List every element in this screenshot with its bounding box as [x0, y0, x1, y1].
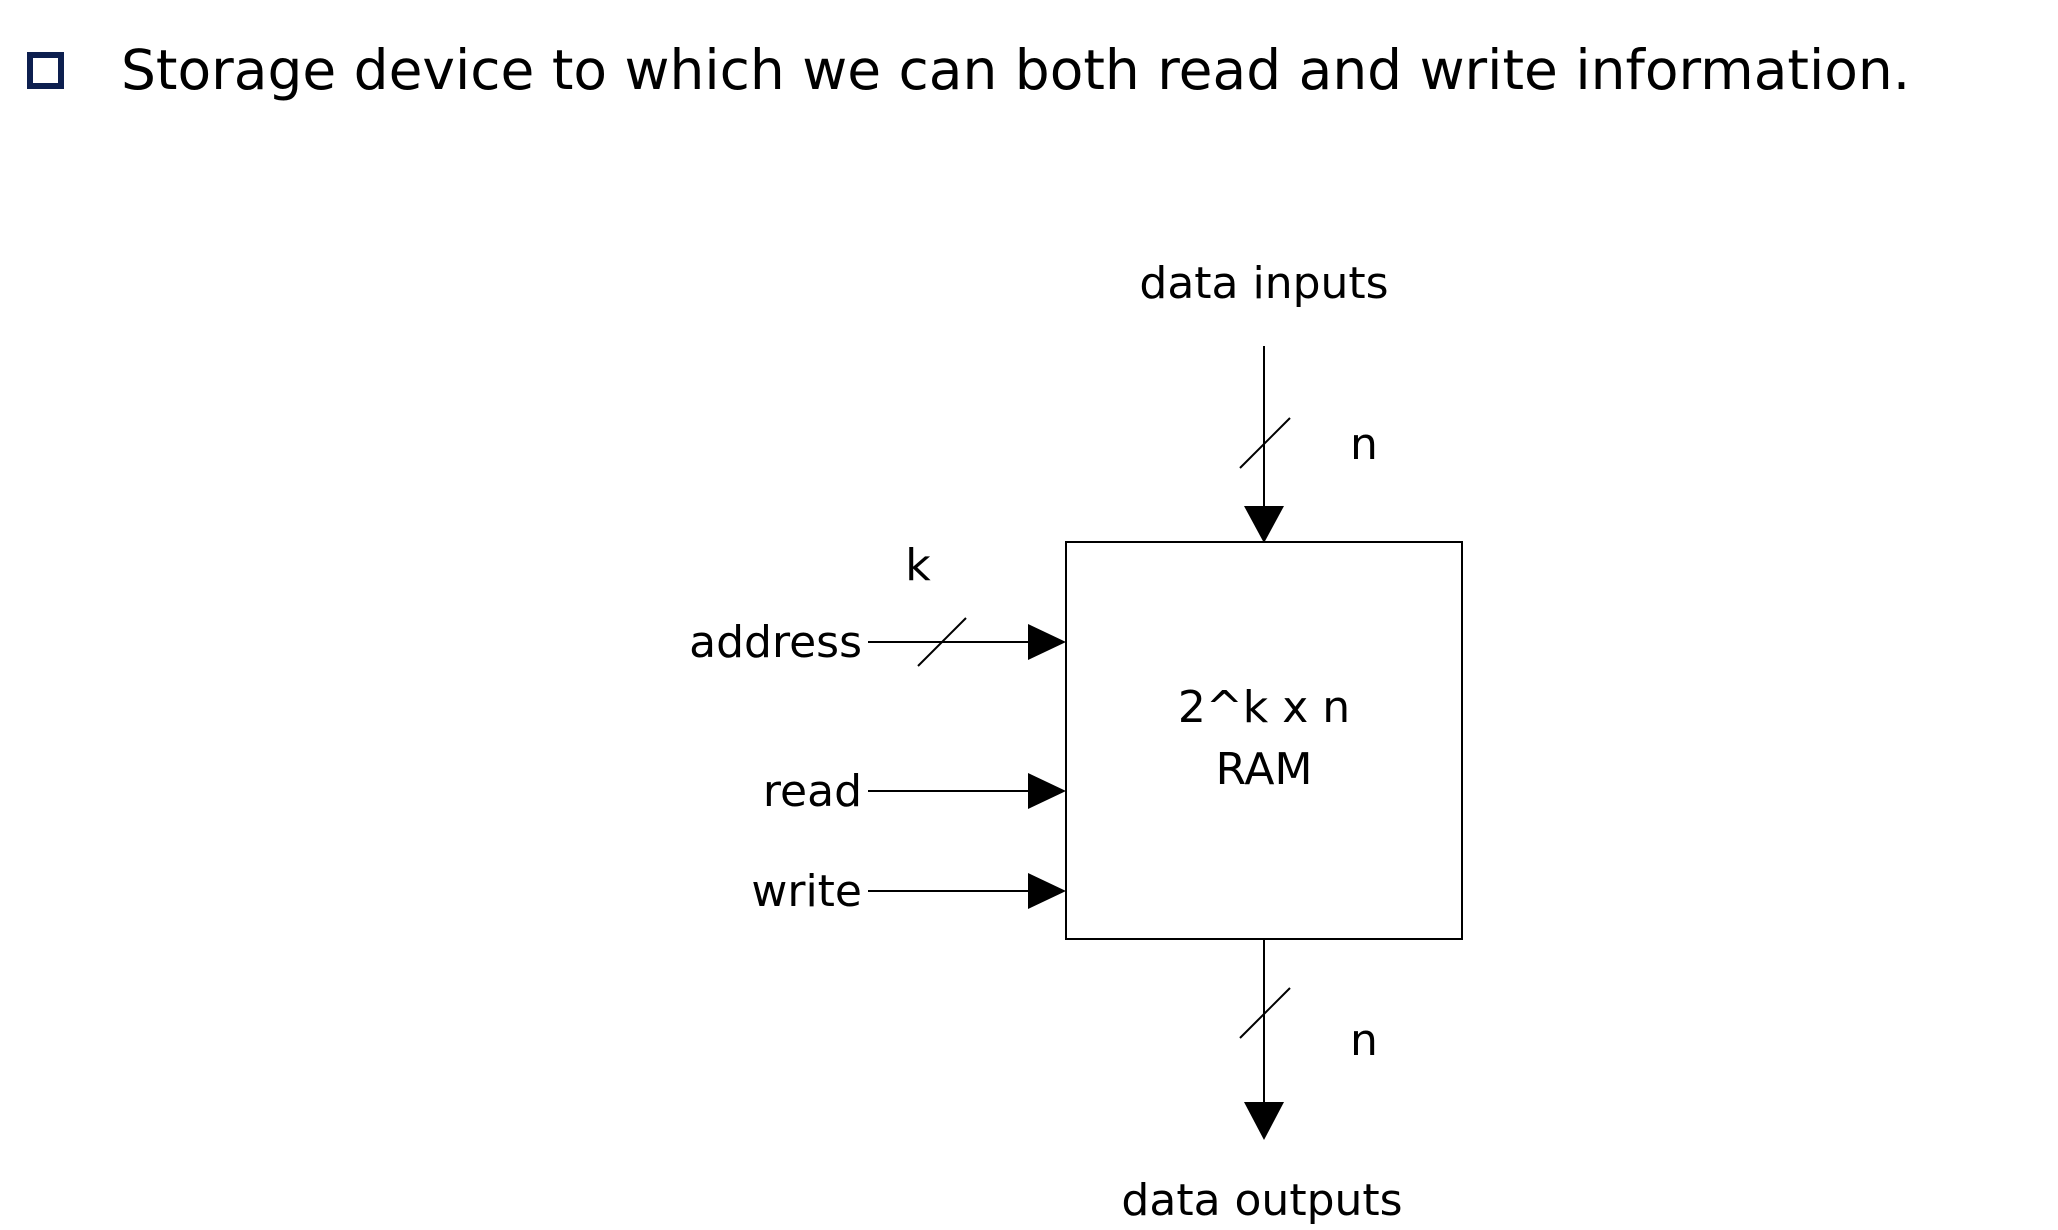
data-outputs-width-label: n: [1350, 1015, 1378, 1066]
write-arrowhead-icon: [1028, 873, 1066, 909]
data-outputs-arrowhead-icon: [1244, 1102, 1284, 1140]
square-bullet-icon: [27, 51, 64, 89]
address-label: address: [689, 617, 862, 668]
write-label: write: [751, 866, 862, 917]
data-outputs-bus-slash: [1239, 987, 1291, 1039]
address-arrowhead-icon: [1028, 624, 1066, 660]
data-inputs-width-label: n: [1350, 419, 1378, 470]
ram-block: [1065, 541, 1463, 940]
read-label: read: [763, 766, 862, 817]
data-inputs-label: data inputs: [1139, 258, 1388, 309]
data-outputs-label: data outputs: [1121, 1175, 1402, 1226]
bullet-item: Storage device to which we can both read…: [27, 30, 1910, 110]
data-inputs-bus-slash: [1239, 417, 1291, 469]
address-width-label: k: [905, 540, 931, 591]
address-bus-slash: [917, 617, 967, 667]
ram-size-label: 2^k x n: [1178, 682, 1350, 733]
bullet-text: Storage device to which we can both read…: [121, 38, 1911, 102]
ram-type-label: RAM: [1216, 744, 1313, 795]
data-inputs-arrowhead-icon: [1244, 506, 1284, 543]
read-arrowhead-icon: [1028, 773, 1066, 809]
